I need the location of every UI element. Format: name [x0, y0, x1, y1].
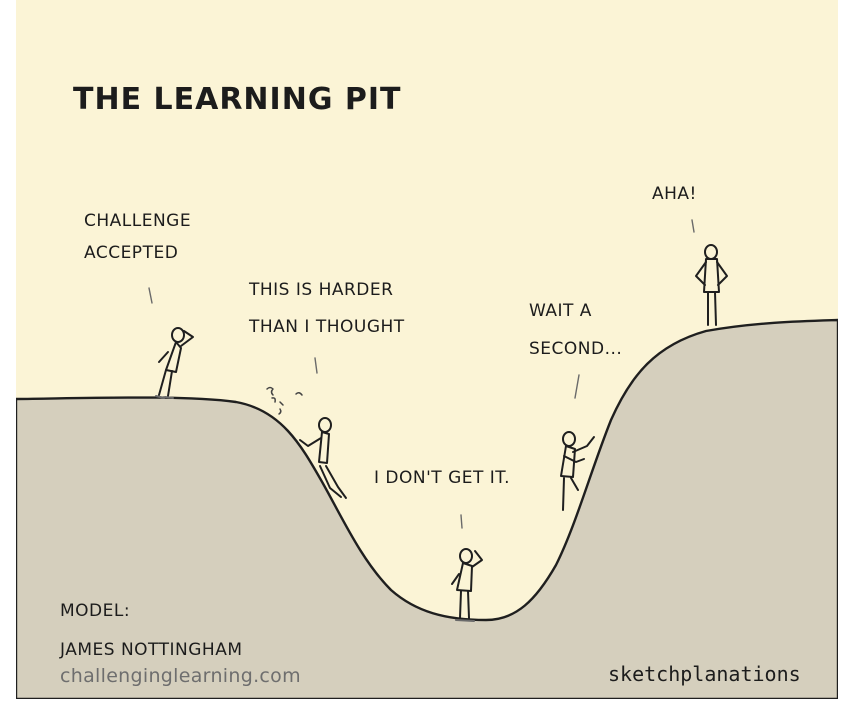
label-challenge-accepted: CHALLENGE ACCEPTED [84, 205, 191, 269]
tick-challenge [148, 287, 153, 304]
tick-wait [574, 374, 580, 399]
label-wait-line2: SECOND... [529, 339, 623, 359]
label-harder: THIS IS HARDER THAN I THOUGHT [249, 272, 405, 346]
sketchplanations-brand: sketchplanations [608, 662, 801, 686]
label-wait-a-second: WAIT A SECOND... [529, 292, 622, 368]
figure-challenge-accepted [155, 327, 194, 399]
figure-wait-a-second [560, 431, 595, 511]
credit-label: MODEL: [60, 601, 131, 621]
tick-dont-get [460, 514, 463, 529]
label-challenge-line2: ACCEPTED [84, 243, 179, 263]
label-wait-line1: WAIT A [529, 301, 592, 321]
figure-aha [695, 244, 728, 326]
label-harder-line1: THIS IS HARDER [249, 280, 394, 300]
tick-harder [314, 357, 318, 374]
credit-url: challenginglearning.com [60, 665, 301, 687]
tick-aha [691, 219, 695, 233]
credit-name: JAMES NOTTINGHAM [60, 640, 243, 660]
pit-ground [16, 318, 838, 699]
label-challenge-line1: CHALLENGE [84, 211, 192, 231]
illustration-frame: THE LEARNING PIT CHALLENGE ACCEPTED THIS… [16, 0, 838, 699]
learning-pit-scene [16, 219, 838, 699]
label-harder-line2: THAN I THOUGHT [249, 317, 405, 337]
figure-dont-get-it [451, 548, 483, 622]
label-dont-get-it: I DON'T GET IT. [374, 468, 511, 488]
figure-harder [266, 386, 347, 499]
label-aha: AHA! [652, 184, 697, 204]
diagram-title: THE LEARNING PIT [73, 82, 402, 117]
